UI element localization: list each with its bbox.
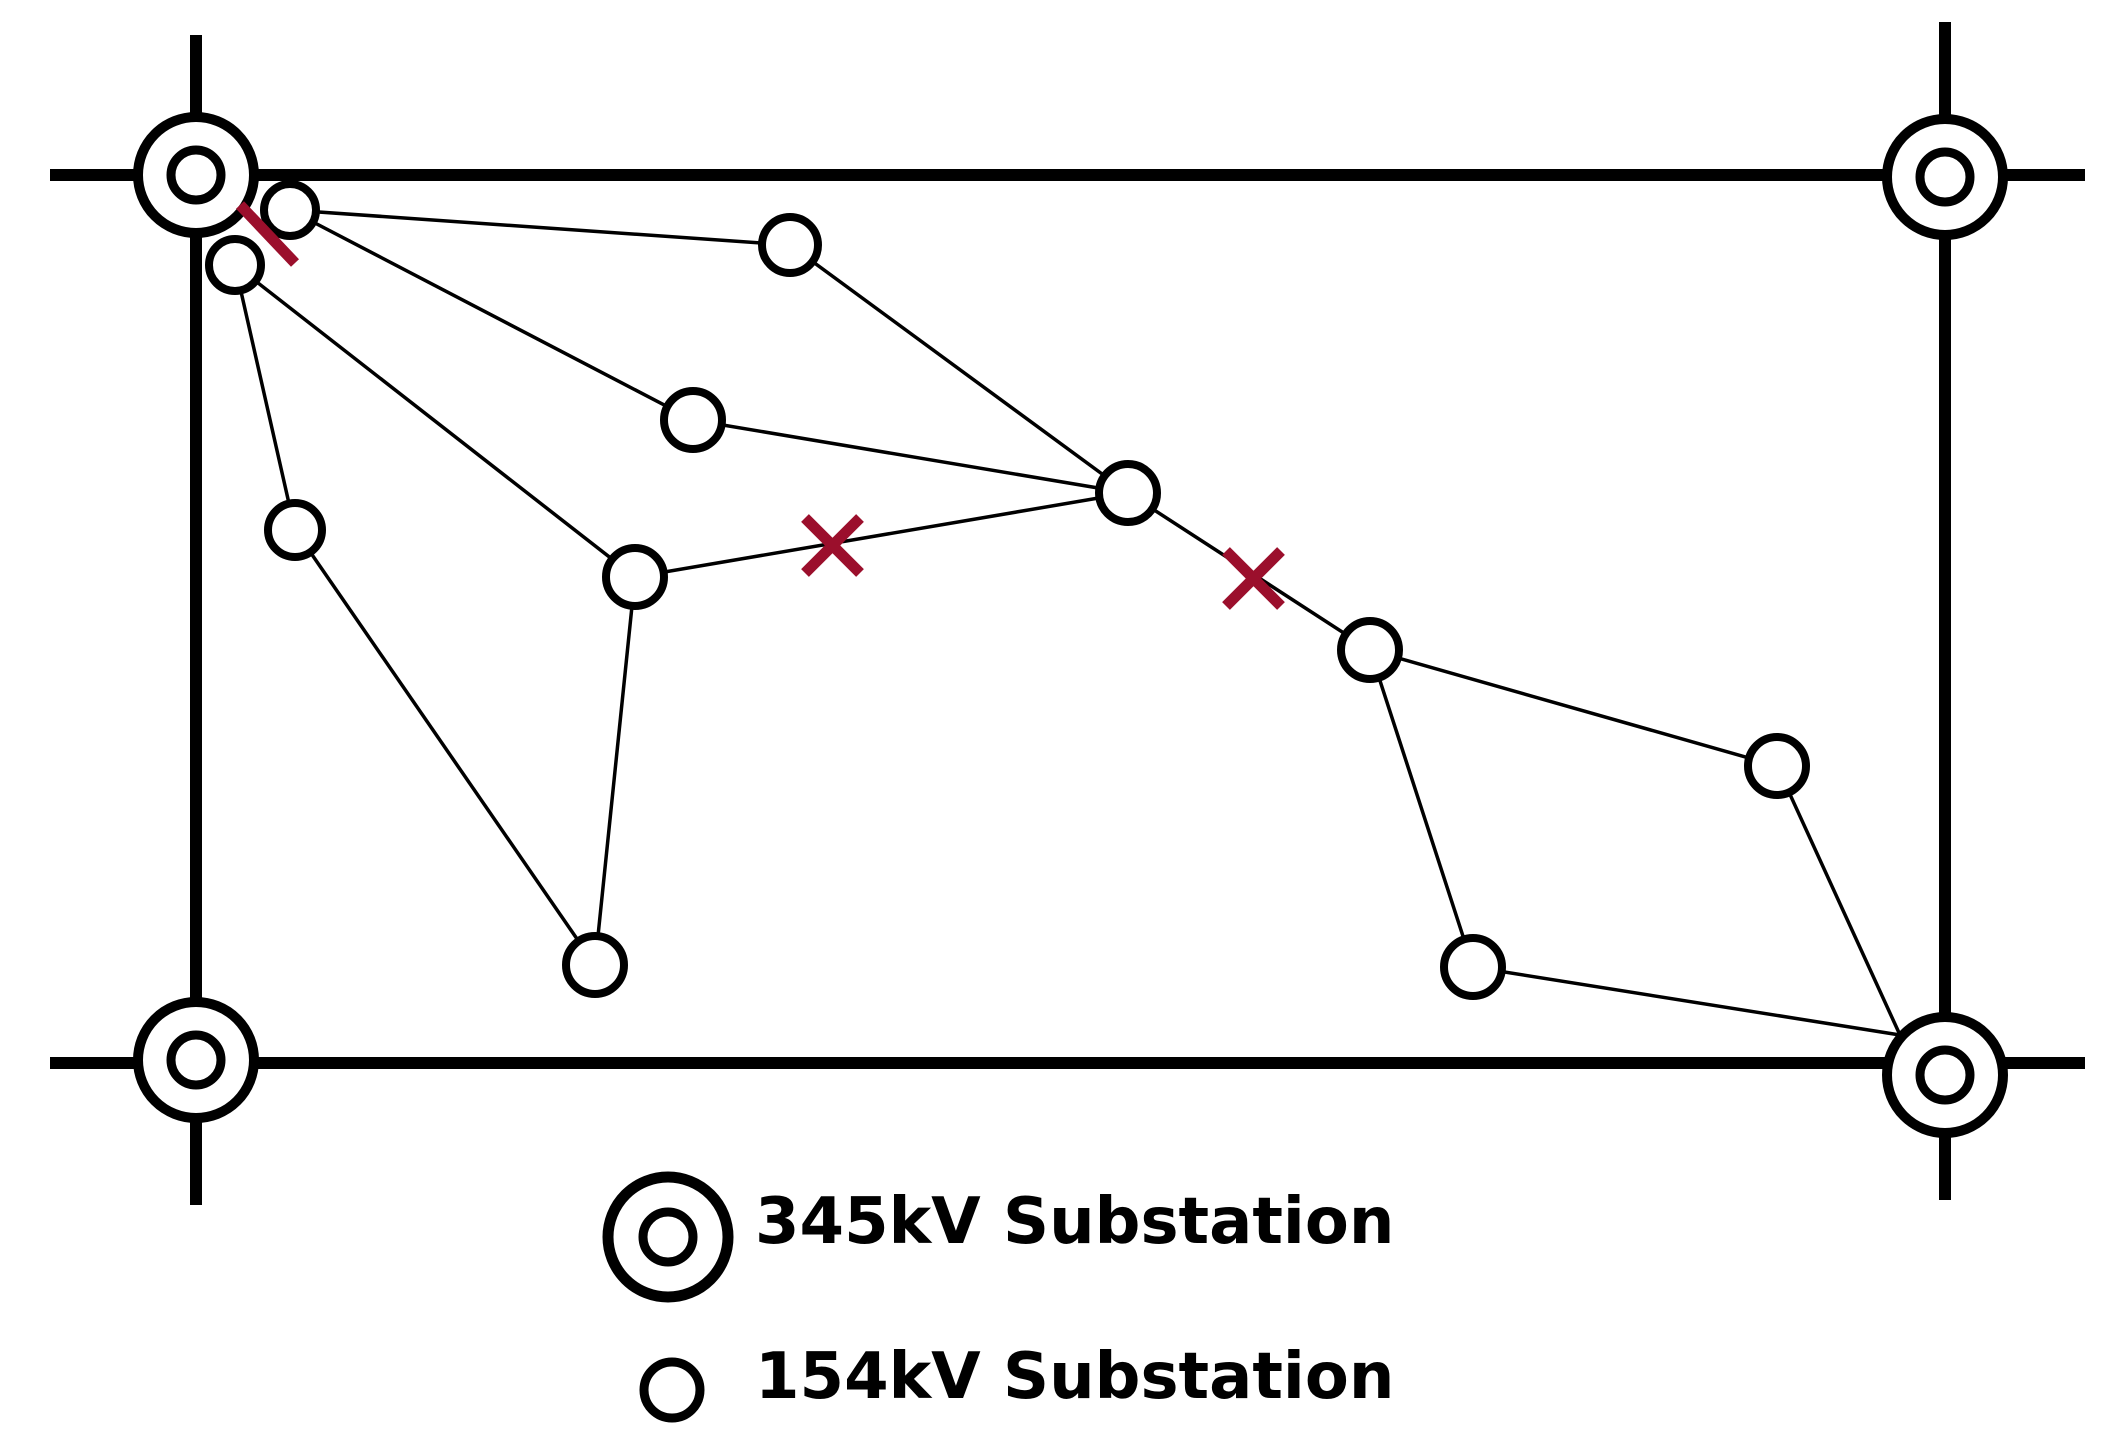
substation-154kv-a xyxy=(260,180,320,240)
substation-154kv-e xyxy=(660,387,726,453)
legend-345kv-label: 345kV Substation xyxy=(755,1185,1395,1259)
substation-345kv-bottom-right xyxy=(1882,1012,2008,1138)
substation-154kv-k xyxy=(1440,934,1506,1000)
fault-x-icon-1 xyxy=(801,514,864,577)
line-f-i xyxy=(593,576,637,966)
line-h-k xyxy=(1368,649,1475,968)
substation-154kv-f xyxy=(602,544,668,610)
legend-154kv-icon xyxy=(639,1357,705,1423)
substation-154kv-j xyxy=(1744,733,1810,799)
distribution-lines-154kv xyxy=(233,208,1902,1037)
transmission-lines-345kv xyxy=(50,22,2085,1205)
substation-345kv-bottom-left xyxy=(133,997,259,1123)
fault-marker-breaker xyxy=(236,201,299,267)
line-a-b xyxy=(289,208,791,247)
line-k-br xyxy=(1472,965,1901,1037)
substation-154kv-i xyxy=(562,932,628,998)
line-c-d xyxy=(233,264,297,531)
line-f-g xyxy=(634,491,1129,579)
line-b-g xyxy=(788,243,1130,495)
substation-154kv-d xyxy=(264,499,326,561)
line-d-i xyxy=(293,529,597,966)
substation-154kv-b xyxy=(758,213,822,277)
line-j-br xyxy=(1775,765,1902,1036)
line-e-g xyxy=(692,418,1129,495)
substation-154kv-h xyxy=(1337,617,1403,683)
substation-345kv-top-right xyxy=(1882,114,2008,240)
substation-345kv-top-left xyxy=(133,112,259,238)
substation-154kv-g xyxy=(1095,460,1161,526)
line-a-e xyxy=(289,208,694,422)
legend-345kv-icon xyxy=(602,1171,734,1303)
fault-x-icon-2 xyxy=(1222,547,1285,610)
substation-154kv-c xyxy=(205,235,265,295)
line-c-f xyxy=(233,263,637,579)
line-h-j xyxy=(1369,648,1778,768)
legend-154kv-label: 154kV Substation xyxy=(755,1340,1395,1414)
substations-154kv xyxy=(205,180,1810,1000)
